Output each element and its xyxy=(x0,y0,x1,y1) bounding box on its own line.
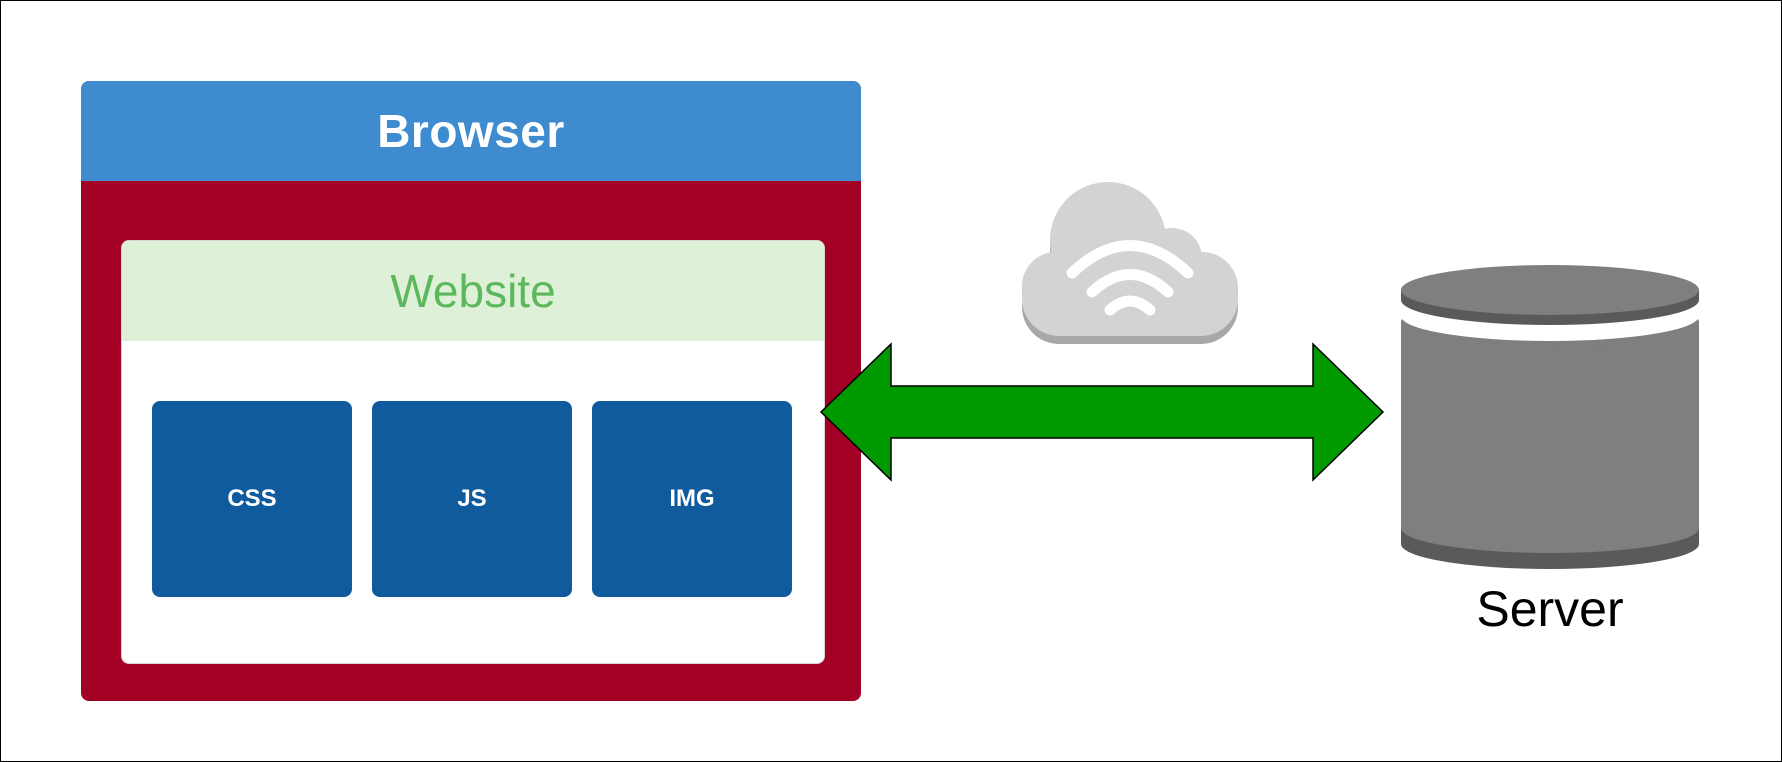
asset-img-box: IMG xyxy=(592,401,792,597)
website-panel: Website CSS JS IMG xyxy=(121,240,825,664)
double-headed-arrow-icon xyxy=(819,342,1385,482)
asset-js-box: JS xyxy=(372,401,572,597)
website-header: Website xyxy=(122,241,824,341)
asset-img-label: IMG xyxy=(669,485,715,512)
server-label: Server xyxy=(1476,581,1624,637)
wifi-cloud-icon xyxy=(1022,182,1238,344)
asset-css-label: CSS xyxy=(227,485,277,512)
browser-window: Browser Website CSS JS IMG xyxy=(81,81,861,701)
asset-css-box: CSS xyxy=(152,401,352,597)
database-cylinder-icon xyxy=(1401,265,1699,569)
browser-title: Browser xyxy=(377,105,565,157)
browser-header: Browser xyxy=(81,81,861,181)
asset-js-label: JS xyxy=(457,485,487,512)
website-title: Website xyxy=(390,265,556,317)
